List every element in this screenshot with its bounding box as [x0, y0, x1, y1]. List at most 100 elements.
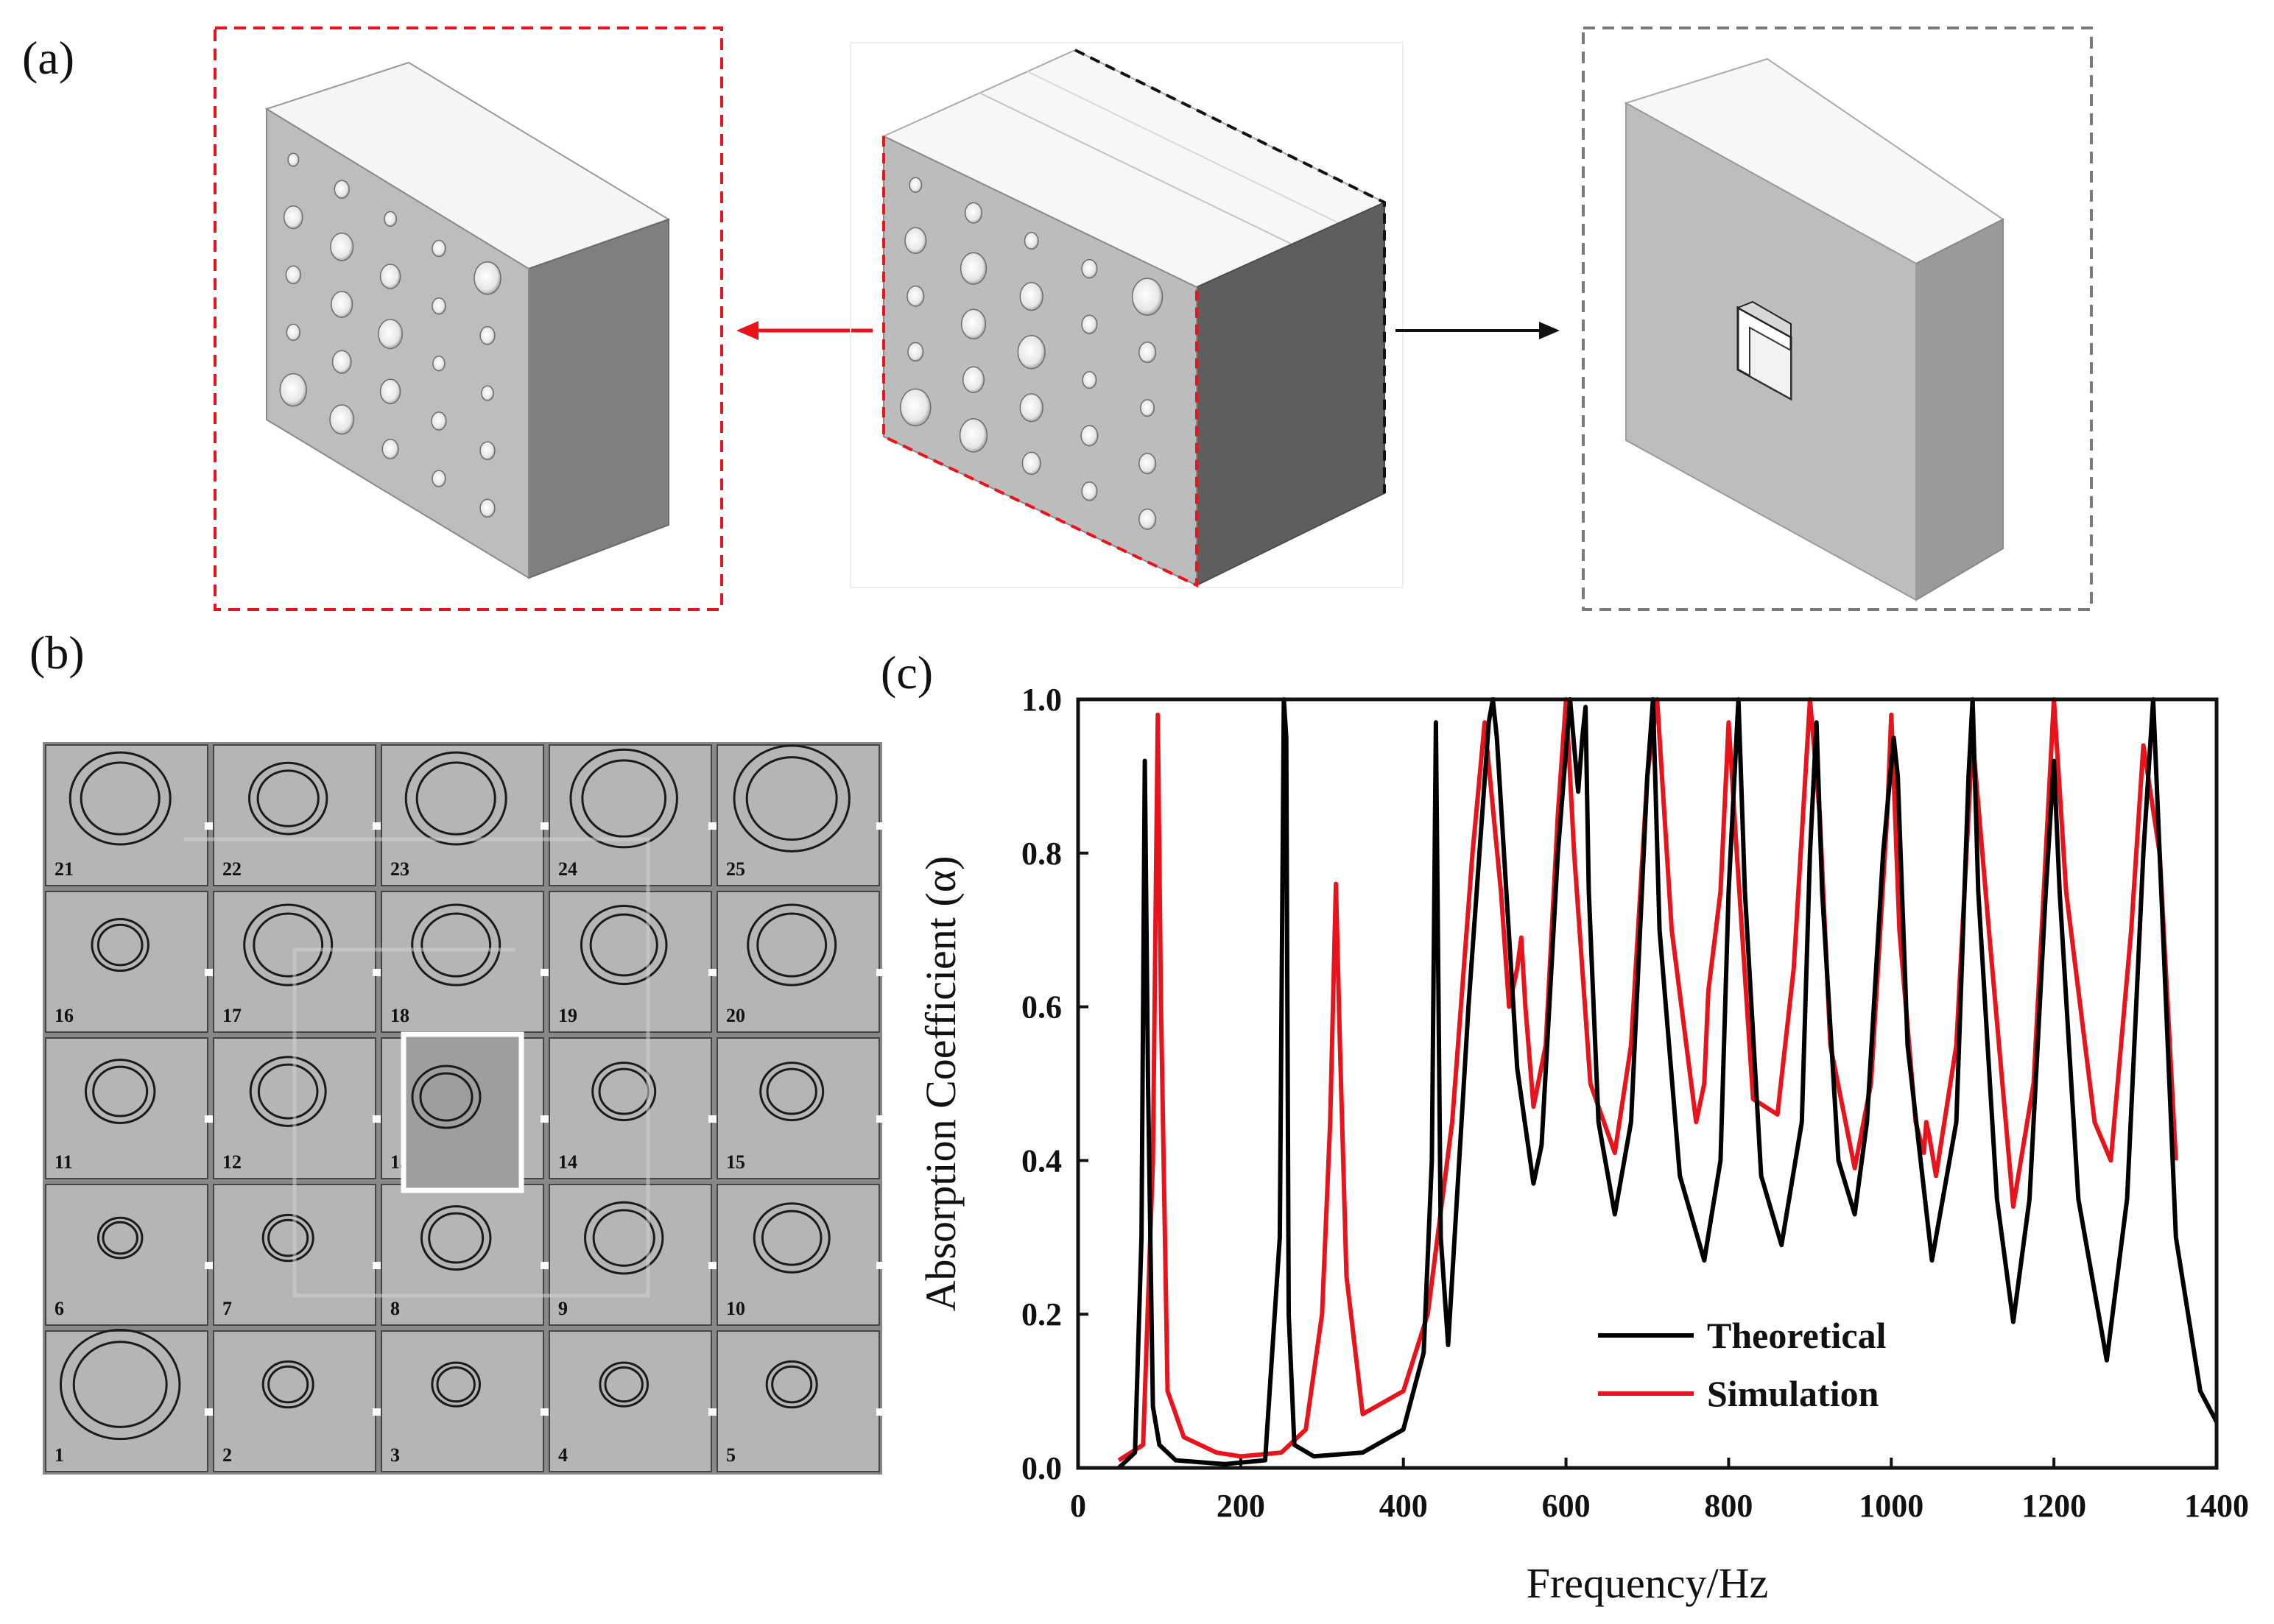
back-cavity-block: [1624, 57, 2004, 601]
x-tick-label: 0: [1070, 1488, 1086, 1524]
cell-inner-ring-17: [253, 912, 324, 978]
cell-outer-ring-2: [261, 1360, 314, 1409]
connector-port: [205, 1408, 214, 1416]
cell-outer-ring-14: [591, 1062, 657, 1122]
cell-outer-ring-1: [59, 1328, 181, 1441]
cell-inner-ring-22: [256, 769, 320, 827]
left-hole-2-2: [378, 319, 404, 350]
cell-inner-ring-16: [96, 923, 144, 967]
left-hole-1-3: [432, 297, 446, 315]
back-structure-dashed-outline: [1074, 49, 1386, 493]
unit-cell-25: [717, 744, 880, 886]
legend: Theoretical Simulation: [1598, 1315, 1887, 1414]
center-hole-3-2: [1019, 393, 1043, 423]
cell-outer-ring-16: [91, 917, 149, 972]
connector-port: [876, 822, 885, 830]
red-arrow: [736, 321, 873, 340]
connector-port: [373, 822, 381, 830]
cell-number-15: 15: [726, 1151, 745, 1173]
cell-outer-ring-5: [765, 1360, 818, 1409]
connector-port: [541, 969, 549, 977]
cell-13-inner-ring: [419, 1072, 474, 1122]
connector-port: [205, 969, 214, 977]
connector-port: [205, 1115, 214, 1123]
cell-inner-ring-7: [267, 1218, 309, 1257]
left-hole-2-0: [285, 265, 301, 285]
square-opening: [1736, 300, 1792, 401]
connector-port: [876, 1408, 885, 1416]
connector-port: [373, 1115, 381, 1123]
x-tick-label: 200: [1217, 1488, 1265, 1524]
center-hole-1-1: [960, 252, 988, 285]
center-hole-0-1: [964, 202, 983, 224]
cell-inner-ring-1: [72, 1341, 168, 1428]
cell-inner-ring-21: [80, 761, 161, 836]
y-axis-label: Absorption Coefficient (α): [917, 856, 965, 1312]
plot-frame: [1076, 697, 2219, 1470]
x-tick-label: 1200: [2021, 1488, 2086, 1524]
cell-13-highlight-opening: [401, 1031, 524, 1193]
unit-cell-9: [549, 1184, 712, 1326]
cell-outer-ring-9: [584, 1201, 664, 1275]
plot-curves: [1117, 697, 2219, 1470]
internal-channel: [184, 837, 650, 1298]
unit-cell-6: [45, 1184, 208, 1326]
cell-outer-ring-6: [96, 1216, 144, 1260]
cell-13-outer-ring: [411, 1065, 482, 1129]
cell-outer-ring-15: [759, 1062, 825, 1122]
perforated-panel-block: [264, 61, 671, 579]
center-hole-1-3: [1081, 314, 1098, 334]
unit-cell-24: [549, 744, 712, 886]
left-detail-dashed-box: [214, 27, 723, 611]
cell-inner-ring-11: [92, 1065, 149, 1118]
y-tick-label: 0.2: [1021, 1296, 1062, 1332]
cell-outer-ring-23: [404, 751, 507, 846]
left-hole-0-2: [384, 211, 397, 227]
cell-inner-ring-18: [420, 912, 492, 978]
y-tick-label: 0.6: [1021, 989, 1062, 1025]
center-hole-2-1: [960, 308, 987, 340]
cell-outer-ring-4: [599, 1361, 650, 1408]
cell-inner-ring-12: [257, 1063, 319, 1120]
connector-port: [205, 822, 214, 830]
center-hole-4-2: [1021, 451, 1041, 476]
unit-cell-1: [45, 1330, 208, 1472]
center-hole-2-2: [1017, 335, 1046, 370]
center-hole-2-4: [1140, 399, 1155, 417]
panel-a-label: (a): [22, 32, 74, 84]
hole-array: [900, 177, 1164, 530]
cell-inner-ring-8: [428, 1212, 485, 1264]
center-hole-3-3: [1080, 425, 1099, 447]
cell-outer-ring-10: [753, 1202, 831, 1274]
center-hole-1-2: [1019, 282, 1043, 311]
left-hole-0-3: [432, 239, 446, 258]
center-hole-1-4: [1138, 342, 1157, 364]
center-hole-4-1: [959, 418, 988, 453]
connector-port: [708, 822, 717, 830]
series-line-theoretical: [1117, 697, 2219, 1470]
cell-number-7: 7: [222, 1298, 232, 1319]
cell-outer-ring-11: [84, 1059, 156, 1124]
connector-port: [205, 1262, 214, 1270]
panel-b-label: (b): [29, 626, 85, 679]
assembled-structure-block: [881, 49, 1387, 588]
cell-inner-ring-15: [766, 1067, 817, 1115]
left-hole-1-4: [479, 326, 496, 345]
y-tick-label: 0.0: [1021, 1450, 1062, 1486]
cell-number-6: 6: [54, 1298, 64, 1319]
cavity-side-face: [1915, 218, 2004, 601]
cell-number-18: 18: [390, 1005, 409, 1026]
y-tick-label: 0.4: [1021, 1143, 1062, 1179]
cell-outer-ring-12: [249, 1056, 327, 1127]
cell-outer-ring-25: [733, 744, 851, 852]
connector-port: [541, 1115, 549, 1123]
cell-number-10: 10: [726, 1298, 745, 1319]
left-hole-3-3: [431, 412, 447, 431]
x-axis-label: Frequency/Hz: [1527, 1559, 1769, 1607]
center-hole-2-3: [1082, 371, 1097, 389]
cell-number-12: 12: [222, 1151, 242, 1173]
center-hole-4-4: [1138, 508, 1157, 530]
cell-number-8: 8: [390, 1298, 400, 1319]
